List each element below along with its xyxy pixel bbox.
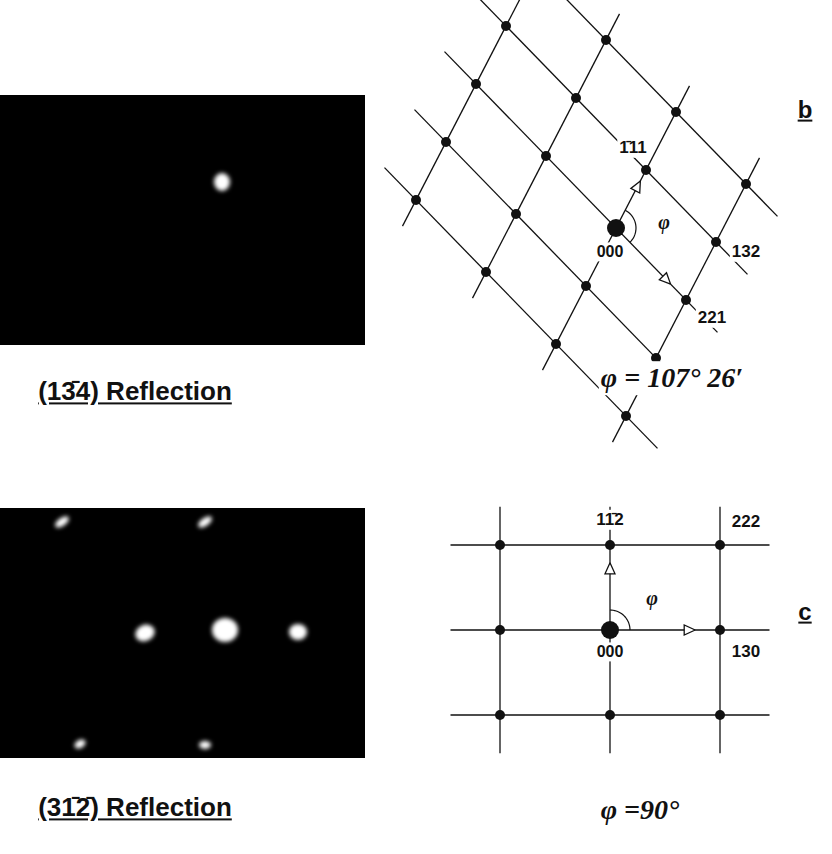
lattice-index: 000: [595, 242, 626, 261]
angle-value: φ =90°: [599, 793, 682, 827]
lattice-point: [715, 710, 725, 720]
lattice-line: [385, 168, 658, 449]
lattice-line: [505, 0, 778, 216]
lattice-point: [681, 295, 691, 305]
lattice-point: [501, 21, 511, 31]
diffraction-photo: [0, 508, 365, 758]
vector-arrowhead: [684, 625, 695, 635]
lattice-index: 132: [730, 242, 762, 262]
lattice-index: 222: [730, 512, 762, 532]
lattice-line: [415, 110, 688, 391]
lattice-line: [613, 158, 760, 442]
angle-symbol: φ: [644, 586, 660, 610]
lattice-line: [543, 86, 690, 370]
diffraction-spot: [214, 173, 230, 191]
lattice-point: [607, 219, 625, 237]
figure-caption: (31̄2̄) Reflection: [36, 792, 234, 823]
angle-arc: [610, 610, 630, 630]
diffraction-photo: [0, 95, 365, 345]
vector-arrowhead: [631, 181, 640, 193]
lattice-point: [715, 540, 725, 550]
lattice-point: [601, 621, 619, 639]
reciprocal-lattice: [385, 0, 778, 753]
lattice-point: [601, 35, 611, 45]
lattice-point: [715, 625, 725, 635]
lattice-point: [495, 625, 505, 635]
lattice-point: [571, 93, 581, 103]
lattice-point: [551, 339, 561, 349]
lattice-point: [641, 165, 651, 175]
angle-arc: [625, 210, 636, 242]
angle-value: φ = 107° 26′: [599, 361, 745, 395]
lattice-point: [495, 540, 505, 550]
diffraction-spots: [53, 514, 307, 750]
lattice-point: [741, 179, 751, 189]
lattice-index: 1̄11: [617, 138, 648, 158]
lattice-point: [441, 137, 451, 147]
lattice-net: [385, 0, 778, 448]
lattice-point: [481, 267, 491, 277]
lattice-point: [495, 710, 505, 720]
panel-letter: c: [796, 598, 813, 627]
lattice-point: [621, 411, 631, 421]
lattice-line: [475, 0, 748, 274]
lattice-index: 130: [730, 642, 762, 662]
lattice-line: [445, 52, 718, 333]
vector-arrowhead: [659, 273, 670, 284]
lattice-point: [471, 79, 481, 89]
lattice-index: 221: [696, 308, 728, 328]
lattice-point: [511, 209, 521, 219]
angle-symbol: φ: [656, 210, 672, 234]
lattice-point: [605, 710, 615, 720]
lattice-point: [581, 281, 591, 291]
lattice-index: 11̄2: [594, 510, 625, 530]
figure-caption: (13̄4) Reflection: [36, 376, 234, 407]
lattice-net: [451, 507, 770, 754]
lattice-point: [411, 195, 421, 205]
lattice-point: [711, 237, 721, 247]
lattice-point: [605, 540, 615, 550]
lattice-index: 000: [595, 642, 626, 661]
lattice-point: [671, 107, 681, 117]
lattice-point: [541, 151, 551, 161]
vector-arrowhead: [605, 563, 615, 574]
panel-letter: b: [796, 96, 815, 125]
